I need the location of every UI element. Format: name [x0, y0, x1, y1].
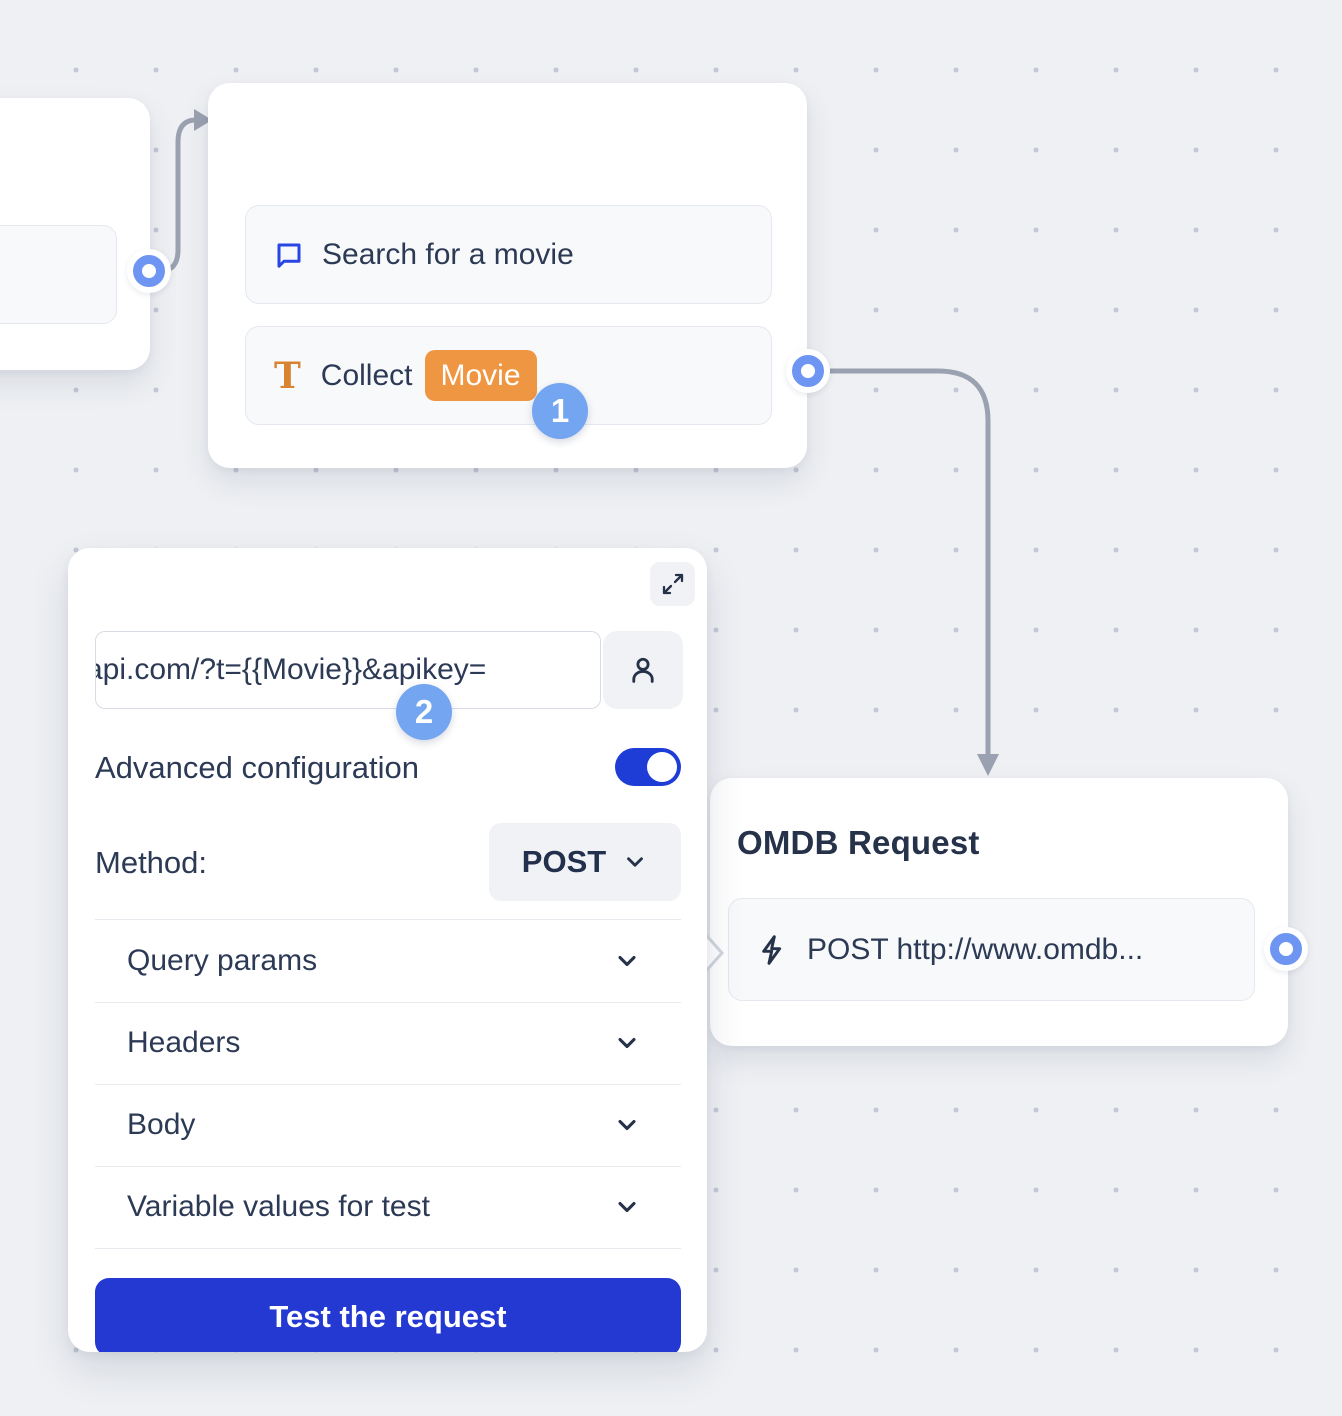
chevron-down-icon	[613, 1111, 641, 1139]
url-value: api.com/?t={{Movie}}&apikey=	[95, 653, 487, 686]
method-value: POST	[521, 844, 607, 879]
divider	[95, 1084, 681, 1085]
output-port-movie-search[interactable]	[786, 349, 830, 393]
connector-movie-search-to-omdb	[821, 368, 999, 776]
text-icon: T	[274, 354, 301, 397]
section-variable-values[interactable]: Variable values for test	[95, 1166, 681, 1248]
section-label: Headers	[127, 1026, 241, 1059]
method-select[interactable]: POST	[489, 823, 681, 901]
insert-variable-button[interactable]	[603, 631, 683, 709]
chat-bubble-icon	[274, 240, 304, 270]
expand-icon	[662, 573, 683, 595]
movie-search-node[interactable]: Movie search Search for a movie T Collec…	[208, 83, 807, 468]
node-item-webhook[interactable]: POST http://www.omdb...	[728, 898, 1255, 1001]
node-item-label: Search for a movie	[322, 237, 574, 271]
omdb-request-node[interactable]: OMDB Request POST http://www.omdb...	[704, 778, 1288, 1046]
variable-tag[interactable]: Movie	[424, 350, 537, 401]
step-badge-2: 2	[396, 684, 452, 740]
section-label: Variable values for test	[127, 1190, 430, 1223]
node-item-label: POST http://www.omdb...	[807, 932, 1144, 966]
webhook-config-panel: api.com/?t={{Movie}}&apikey= Advanced co…	[68, 548, 707, 1352]
node-item-collect[interactable]: T Collect Movie	[245, 326, 772, 425]
output-port-omdb[interactable]	[1264, 927, 1308, 971]
divider	[95, 1002, 681, 1003]
chevron-down-icon	[613, 1029, 641, 1057]
node-item-label: Collect	[320, 358, 413, 392]
section-query-params[interactable]: Query params	[95, 920, 681, 1002]
advanced-configuration-toggle[interactable]	[615, 748, 681, 786]
divider	[95, 919, 681, 920]
section-headers[interactable]: Headers	[95, 1002, 681, 1084]
output-port-partial-node[interactable]	[127, 249, 171, 293]
expand-button[interactable]	[650, 562, 695, 606]
section-label: Query params	[127, 944, 318, 977]
url-input[interactable]: api.com/?t={{Movie}}&apikey=	[95, 631, 601, 709]
port-dot-icon	[133, 255, 165, 287]
toggle-knob	[647, 752, 677, 782]
divider	[95, 1166, 681, 1167]
partial-node-item[interactable]	[0, 225, 117, 324]
chevron-down-icon	[613, 1193, 641, 1221]
test-request-button[interactable]: Test the request	[95, 1278, 681, 1352]
lightning-icon	[757, 934, 789, 966]
input-notch-icon	[704, 934, 725, 972]
partial-node-card[interactable]	[0, 98, 150, 370]
node-item-question[interactable]: Search for a movie	[245, 205, 772, 304]
port-dot-icon	[1270, 933, 1302, 965]
section-label: Body	[127, 1108, 196, 1141]
chevron-down-icon	[613, 947, 641, 975]
arrowhead-right-icon	[194, 109, 212, 131]
divider	[95, 1248, 681, 1249]
step-badge-1: 1	[532, 383, 588, 439]
arrowhead-down-icon	[977, 754, 999, 776]
section-body[interactable]: Body	[95, 1084, 681, 1166]
method-label: Method:	[95, 845, 208, 880]
chevron-down-icon	[627, 857, 644, 867]
person-icon	[632, 657, 654, 683]
node-title: OMDB Request	[737, 824, 980, 861]
advanced-configuration-label: Advanced configuration	[95, 750, 420, 785]
port-dot-icon	[792, 355, 824, 387]
